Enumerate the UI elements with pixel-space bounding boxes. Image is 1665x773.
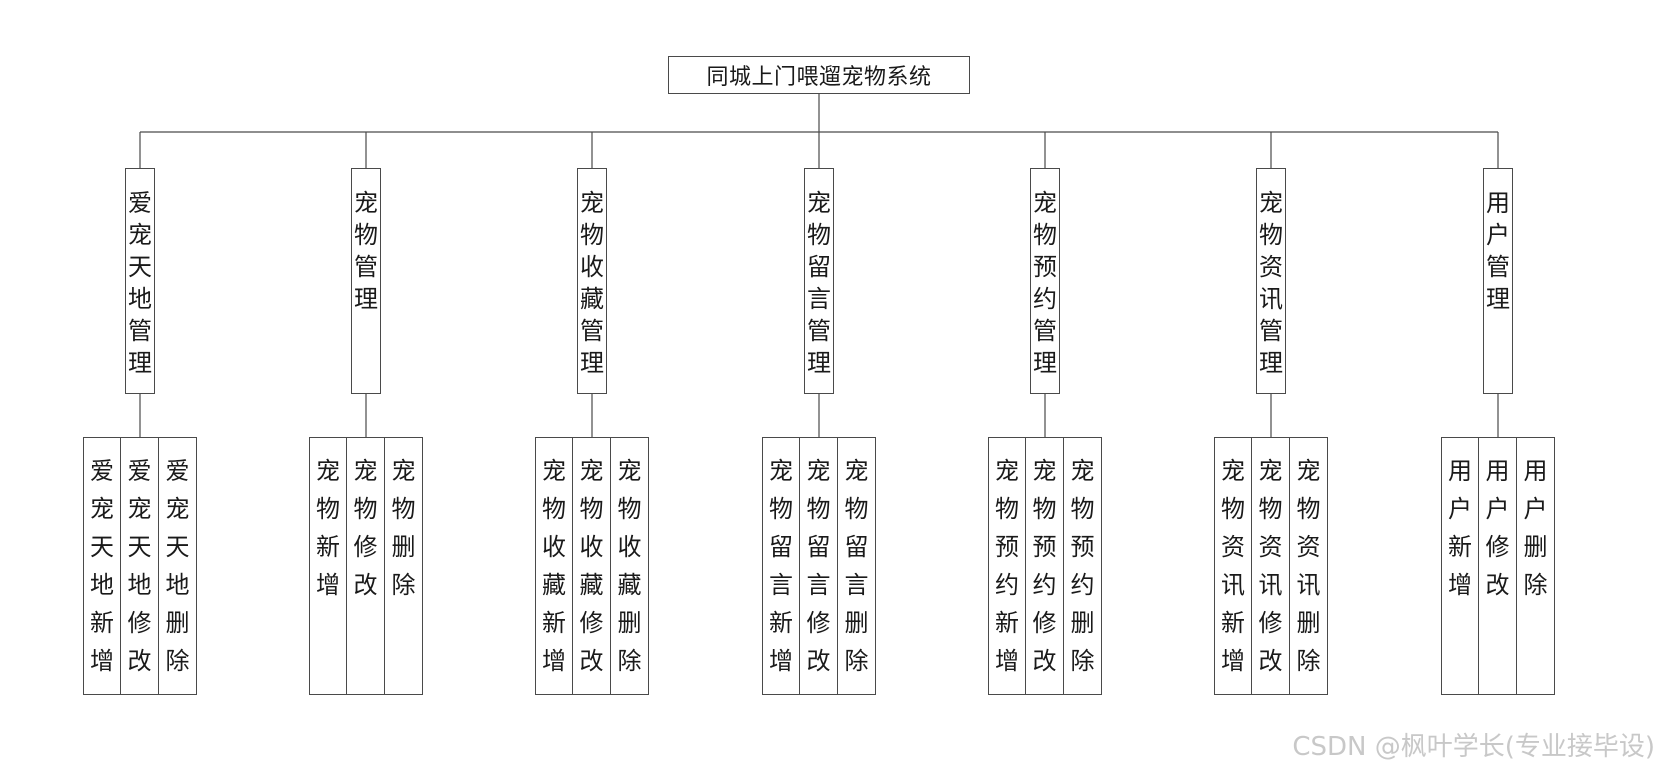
module-label: 宠物收藏管理: [580, 189, 604, 377]
module-node: 宠物预约管理: [1030, 168, 1060, 394]
function-label: 宠物收藏删除: [617, 457, 642, 675]
function-label: 宠物删除: [391, 457, 416, 599]
root-node: 同城上门喂遛宠物系统: [668, 56, 970, 94]
function-node: 爱宠天地修改: [121, 437, 159, 695]
function-label: 宠物收藏修改: [579, 457, 604, 675]
module-node: 用户管理: [1483, 168, 1513, 394]
function-node: 宠物收藏新增: [535, 437, 573, 695]
function-node: 宠物留言删除: [838, 437, 876, 695]
function-label: 宠物预约修改: [1032, 457, 1057, 675]
function-node: 宠物预约新增: [988, 437, 1026, 695]
function-label: 爱宠天地删除: [165, 457, 190, 675]
function-node: 宠物预约修改: [1026, 437, 1064, 695]
module-node: 宠物留言管理: [804, 168, 834, 394]
function-label: 宠物修改: [353, 457, 378, 599]
function-node: 宠物预约删除: [1064, 437, 1102, 695]
module-label: 用户管理: [1486, 189, 1510, 313]
function-node: 宠物收藏删除: [611, 437, 649, 695]
function-node: 宠物收藏修改: [573, 437, 611, 695]
function-label: 用户修改: [1485, 457, 1510, 599]
module-label: 爱宠天地管理: [128, 189, 152, 377]
function-group: 宠物留言新增宠物留言修改宠物留言删除: [762, 437, 876, 695]
function-group: 宠物预约新增宠物预约修改宠物预约删除: [988, 437, 1102, 695]
function-node: 宠物资讯删除: [1290, 437, 1328, 695]
function-node: 宠物资讯新增: [1214, 437, 1252, 695]
module-label: 宠物预约管理: [1033, 189, 1057, 377]
function-node: 爱宠天地新增: [83, 437, 121, 695]
function-group: 宠物新增宠物修改宠物删除: [309, 437, 423, 695]
function-label: 宠物新增: [316, 457, 340, 599]
function-label: 用户新增: [1448, 457, 1472, 599]
function-label: 宠物留言删除: [844, 457, 869, 675]
function-node: 宠物修改: [347, 437, 385, 695]
function-group: 宠物收藏新增宠物收藏修改宠物收藏删除: [535, 437, 649, 695]
function-label: 宠物资讯新增: [1221, 457, 1245, 675]
function-node: 宠物资讯修改: [1252, 437, 1290, 695]
function-label: 爱宠天地新增: [90, 457, 114, 675]
function-label: 宠物资讯删除: [1296, 457, 1321, 675]
module-node: 宠物资讯管理: [1256, 168, 1286, 394]
function-node: 用户删除: [1517, 437, 1555, 695]
module-node: 爱宠天地管理: [125, 168, 155, 394]
module-node: 宠物管理: [351, 168, 381, 394]
function-label: 用户删除: [1523, 457, 1548, 599]
function-node: 用户修改: [1479, 437, 1517, 695]
function-node: 爱宠天地删除: [159, 437, 197, 695]
function-node: 宠物留言修改: [800, 437, 838, 695]
function-label: 宠物资讯修改: [1258, 457, 1283, 675]
function-node: 宠物留言新增: [762, 437, 800, 695]
function-label: 宠物留言新增: [769, 457, 793, 675]
function-group: 宠物资讯新增宠物资讯修改宠物资讯删除: [1214, 437, 1328, 695]
module-label: 宠物留言管理: [807, 189, 831, 377]
function-label: 宠物预约删除: [1070, 457, 1095, 675]
module-label: 宠物资讯管理: [1259, 189, 1283, 377]
function-label: 宠物收藏新增: [542, 457, 566, 675]
function-node: 宠物新增: [309, 437, 347, 695]
watermark: CSDN @枫叶学长(专业接毕设): [1292, 732, 1655, 762]
function-group: 爱宠天地新增爱宠天地修改爱宠天地删除: [83, 437, 197, 695]
module-label: 宠物管理: [354, 189, 378, 313]
root-label: 同城上门喂遛宠物系统: [706, 65, 932, 90]
function-label: 爱宠天地修改: [127, 457, 152, 675]
function-label: 宠物留言修改: [806, 457, 831, 675]
function-group: 用户新增用户修改用户删除: [1441, 437, 1555, 695]
module-node: 宠物收藏管理: [577, 168, 607, 394]
function-node: 宠物删除: [385, 437, 423, 695]
function-node: 用户新增: [1441, 437, 1479, 695]
function-label: 宠物预约新增: [995, 457, 1019, 675]
